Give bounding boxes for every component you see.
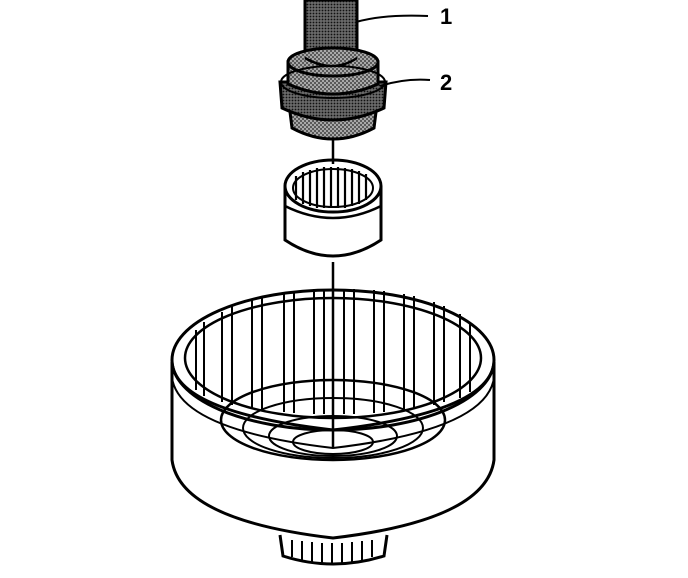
leader-line-1	[355, 14, 429, 23]
installer-head	[278, 46, 388, 141]
callout-label-2: 2	[440, 70, 452, 95]
callout-2: 2	[379, 70, 452, 95]
callout-1: 1	[355, 4, 452, 29]
callout-label-1: 1	[440, 4, 452, 29]
leader-line-2	[379, 78, 431, 87]
needle-bearing	[283, 158, 383, 258]
